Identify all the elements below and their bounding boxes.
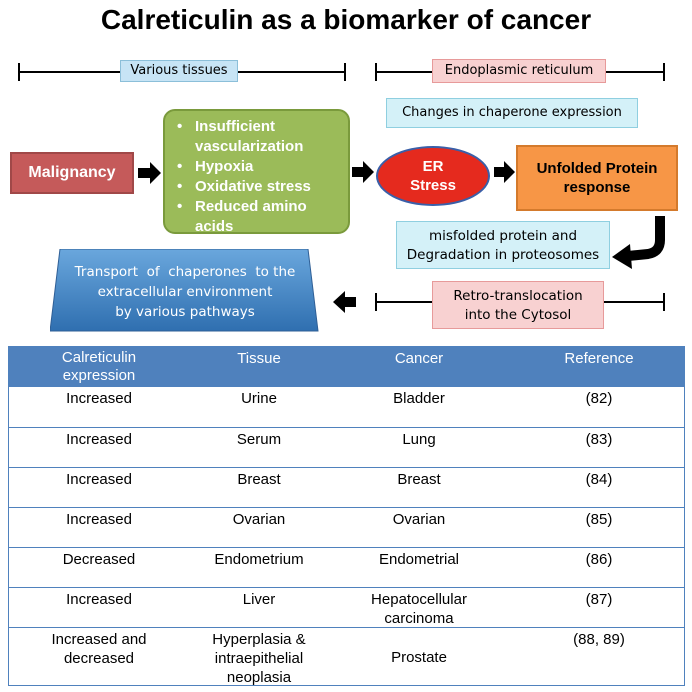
table-header-row: Calreticulin expression Tissue Cancer Re… <box>9 347 684 387</box>
table-row: Increased Breast Breast (84) <box>9 467 684 508</box>
page-title: Calreticulin as a biomarker of cancer <box>100 4 592 35</box>
table-cell-reference: (87) <box>585 591 613 608</box>
table-cell-reference: (88, 89) <box>573 631 625 648</box>
retro-range-left-tick <box>375 293 377 311</box>
arrow-right-icon <box>138 162 161 184</box>
er-stress-node: ER Stress <box>376 146 490 206</box>
condition-item: Reduced amino acids <box>177 197 340 237</box>
table-row: Decreased Endometrium Endometrial (86) <box>9 547 684 588</box>
table-cell-expression: Decreased <box>62 551 136 568</box>
er-stress-line-1: ER <box>422 158 444 175</box>
table-cell-expression: Increased <box>66 431 132 448</box>
biomarker-table: Calreticulin expression Tissue Cancer Re… <box>8 346 685 686</box>
arrow-right-icon <box>494 161 515 183</box>
transport-line-2: extracellular environment <box>97 284 273 300</box>
retro-range-right-tick <box>663 293 665 311</box>
table-cell-cancer: Endometrial <box>378 551 460 568</box>
curved-arrow-down-left-icon <box>612 216 665 269</box>
condition-item: Oxidative stress <box>177 177 340 197</box>
header-tissue: Tissue <box>237 350 281 367</box>
header-expression-line-2: expression <box>62 367 136 384</box>
table-cell-expression: Increased <box>66 471 132 488</box>
table-cell-tissue: Breast <box>237 471 281 488</box>
upr-line-2: response <box>563 179 631 196</box>
table-cell-cancer: Breast <box>397 471 441 488</box>
malignancy-box: Malignancy <box>10 152 134 194</box>
table-cell-cancer: Ovarian <box>392 511 446 528</box>
retro-line-1: Retro-translocation <box>453 288 583 304</box>
table-cell-reference: (86) <box>585 551 613 568</box>
table-cell-cancer: Bladder <box>393 390 445 407</box>
transport-line-1: Transport of chaperones to the <box>74 264 296 280</box>
table-cell-expression: Increased <box>66 511 132 528</box>
conditions-box: Insufficient vascularization Hypoxia Oxi… <box>163 109 350 237</box>
table-cell-cancer: Lung <box>402 431 436 448</box>
unfolded-protein-response-box: Unfolded Protein response <box>516 145 678 211</box>
table-cell-reference: (82) <box>585 390 613 407</box>
er-stress-line-2: Stress <box>410 177 456 194</box>
misfolded-line-2: Degradation in proteosomes <box>406 247 600 263</box>
retro-translocation-box: Retro-translocation into the Cytosol <box>432 281 604 329</box>
header-reference: Reference <box>564 350 634 367</box>
table-row: Increased Ovarian Ovarian (85) <box>9 507 684 548</box>
misfolded-protein-box: misfolded protein and Degradation in pro… <box>396 221 610 269</box>
tissues-range-right-tick <box>344 63 346 81</box>
table-cell-tissue: Serum <box>236 431 282 448</box>
table-cell-reference: (84) <box>585 471 613 488</box>
table-cell-reference: (85) <box>585 511 613 528</box>
table-cell-expression: Increased <box>66 390 132 407</box>
er-range-left-tick <box>375 63 377 81</box>
table-cell-tissue: Endometrium <box>214 551 304 568</box>
transport-text: Transport of chaperones to the extracell… <box>50 262 320 322</box>
transport-line-3: by various pathways <box>115 304 255 320</box>
table-cell-tissue: Liver <box>242 591 276 608</box>
tissues-range-left-tick <box>18 63 20 81</box>
various-tissues-label: Various tissues <box>120 60 238 82</box>
table-cell-tissue: Urine <box>241 390 277 407</box>
misfolded-line-1: misfolded protein and <box>428 228 578 244</box>
table-row: Increased Serum Lung (83) <box>9 427 684 468</box>
table-row: Increased Urine Bladder (82) <box>9 387 684 427</box>
er-range-right-tick <box>663 63 665 81</box>
header-expression: Calreticulin expression <box>19 349 179 385</box>
condition-item: Hypoxia <box>177 157 340 177</box>
header-expression-line-1: Calreticulin <box>61 349 137 366</box>
chaperone-changes-label: Changes in chaperone expression <box>386 98 638 128</box>
table-cell-reference: (83) <box>585 431 613 448</box>
header-cancer: Cancer <box>394 350 444 367</box>
table-cell-expression: Increased <box>66 591 132 608</box>
table-cell-tissue: Ovarian <box>232 511 286 528</box>
upr-line-1: Unfolded Protein <box>536 160 658 177</box>
transport-shape <box>50 249 319 332</box>
arrow-left-icon <box>333 291 356 313</box>
retro-line-2: into the Cytosol <box>464 307 572 323</box>
condition-item: Insufficient vascularization <box>177 117 340 157</box>
endoplasmic-reticulum-label: Endoplasmic reticulum <box>432 59 606 83</box>
arrow-right-icon <box>352 161 374 183</box>
flow-arrows <box>138 161 665 313</box>
table-cell-cancer: Prostate <box>391 649 447 666</box>
